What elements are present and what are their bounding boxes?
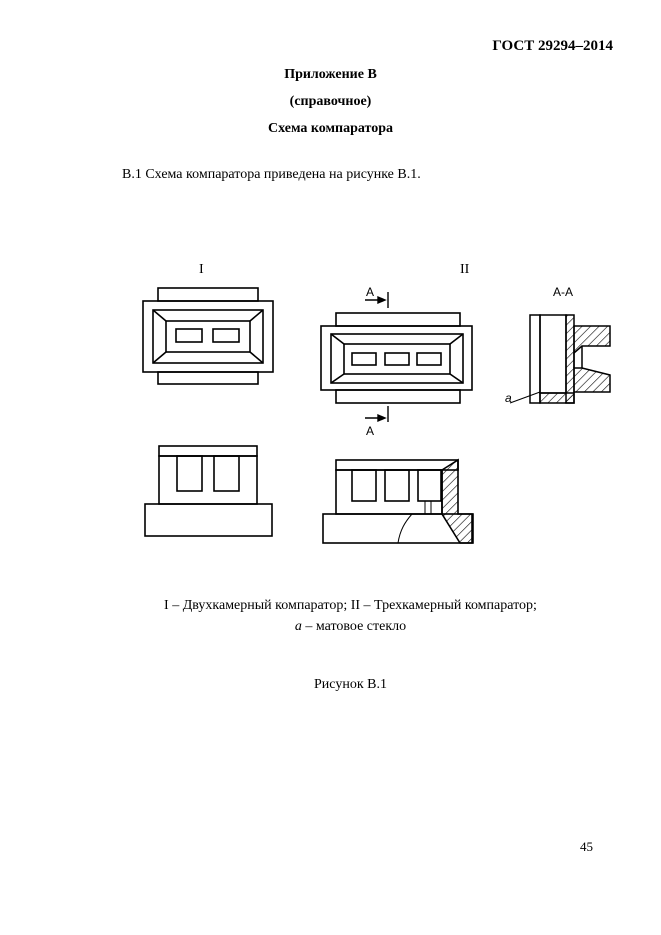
intro-paragraph: В.1 Схема компаратора приведена на рисун…: [122, 167, 421, 182]
standard-number: ГОСТ 29294–2014: [492, 38, 613, 54]
comparator-I-front-view: [144, 445, 273, 537]
figure-caption-line1: I – Двухкамерный компаратор; II – Трехка…: [164, 598, 537, 613]
comparator-I-top-view: [142, 287, 274, 385]
figure-number: Рисунок В.1: [314, 677, 387, 692]
section-A-A: [509, 314, 611, 404]
appendix-title: Приложение В: [284, 67, 377, 82]
appendix-subtitle: (справочное): [289, 94, 372, 109]
appendix-heading: Схема компаратора: [267, 121, 394, 136]
comparator-II-top-view: [320, 312, 473, 404]
section-title: А-А: [553, 285, 573, 299]
caption-glass-text: – матовое стекло: [301, 619, 407, 634]
section-arrow-label-bottom: А: [366, 424, 374, 438]
caption-italic-a: а: [294, 619, 302, 634]
section-arrow-label-top: А: [366, 285, 374, 299]
label-II: II: [460, 262, 470, 277]
figure-caption-line2: а – матовое стекло: [20, 619, 661, 635]
section-marker-bottom: [365, 406, 389, 423]
glass-label: а: [505, 391, 512, 405]
page-number: 45: [580, 839, 593, 854]
comparator-II-front-view: [322, 458, 474, 544]
label-I: I: [199, 262, 204, 277]
section-marker-top: [365, 292, 389, 308]
